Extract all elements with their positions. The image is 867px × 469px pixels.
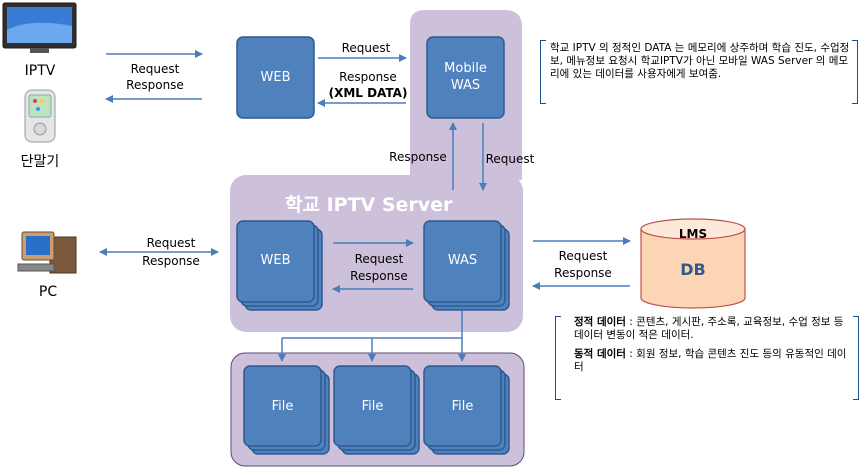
pc-response-label: Response [142, 254, 200, 268]
file-box-1 [243, 365, 322, 447]
client-response-label: Response [126, 78, 184, 92]
db-label: DB [680, 260, 706, 279]
server-web-box [236, 220, 315, 303]
dynamic-data-note: 동적 데이터 : 회원 정보, 학습 콘텐츠 진도 등의 유동적인 데이터 [574, 348, 849, 374]
file-box-2 [333, 365, 412, 447]
pc-request-label: Request [146, 236, 196, 250]
xml-data-label: (XML DATA) [328, 86, 408, 100]
file-1-text: File [271, 399, 294, 414]
lms-label: LMS [678, 227, 708, 241]
server-was-box [423, 220, 502, 303]
db-response-label: Response [554, 266, 612, 280]
mobile-was-box [426, 36, 505, 119]
mobile-was-text-1: Mobile [444, 61, 487, 76]
static-data-title: 정적 데이터 [574, 316, 626, 328]
file-3-text: File [451, 399, 474, 414]
server-response-label: Response [350, 269, 408, 283]
db-request-label: Request [558, 249, 608, 263]
server-was-text: WAS [447, 253, 478, 268]
client-request-label: Request [130, 62, 180, 76]
top-note: 학교 IPTV 의 정적인 DATA 는 메모리에 상주하며 학습 진도, 수업… [550, 42, 850, 80]
top-response-label: Response [339, 70, 397, 84]
mobile-panel-join [410, 10, 425, 186]
server-web-text: WEB [260, 253, 291, 268]
handheld-icon [24, 89, 56, 143]
bottom-note-bracket-right [853, 316, 859, 400]
file-box-3 [423, 365, 502, 447]
tv-icon [2, 2, 77, 53]
handheld-label: 단말기 [20, 154, 60, 170]
top-note-bracket-right [852, 40, 858, 104]
top-request-label: Request [341, 41, 391, 55]
static-data-note: 정적 데이터 : 콘텐츠, 게시판, 주소록, 교육정보, 수업 정보 등 데이… [574, 316, 849, 342]
bottom-note-bracket-left [555, 316, 561, 400]
pc-icon [17, 231, 77, 274]
top-web-text: WEB [260, 70, 291, 85]
dynamic-data-title: 동적 데이터 [574, 348, 626, 360]
static-data-body: : 콘텐츠, 게시판, 주소록, 교육정보, 수업 정보 등 데이터 변동이 적… [574, 316, 844, 341]
file-2-text: File [361, 399, 384, 414]
iptv-label: IPTV [24, 63, 56, 79]
down-request-label: Request [485, 152, 535, 166]
top-web-box [236, 36, 315, 119]
server-request-label: Request [354, 252, 404, 266]
mobile-was-text-2: WAS [450, 78, 481, 93]
up-response-label: Response [389, 150, 447, 164]
top-note-bracket-left [540, 40, 546, 104]
pc-label: PC [38, 284, 58, 300]
server-title: 학교 IPTV Server [285, 194, 453, 216]
bottom-note: 정적 데이터 : 콘텐츠, 게시판, 주소록, 교육정보, 수업 정보 등 데이… [574, 316, 849, 380]
dynamic-data-body: : 회원 정보, 학습 콘텐츠 진도 등의 유동적인 데이터 [574, 348, 847, 373]
db-cylinder [640, 218, 746, 309]
